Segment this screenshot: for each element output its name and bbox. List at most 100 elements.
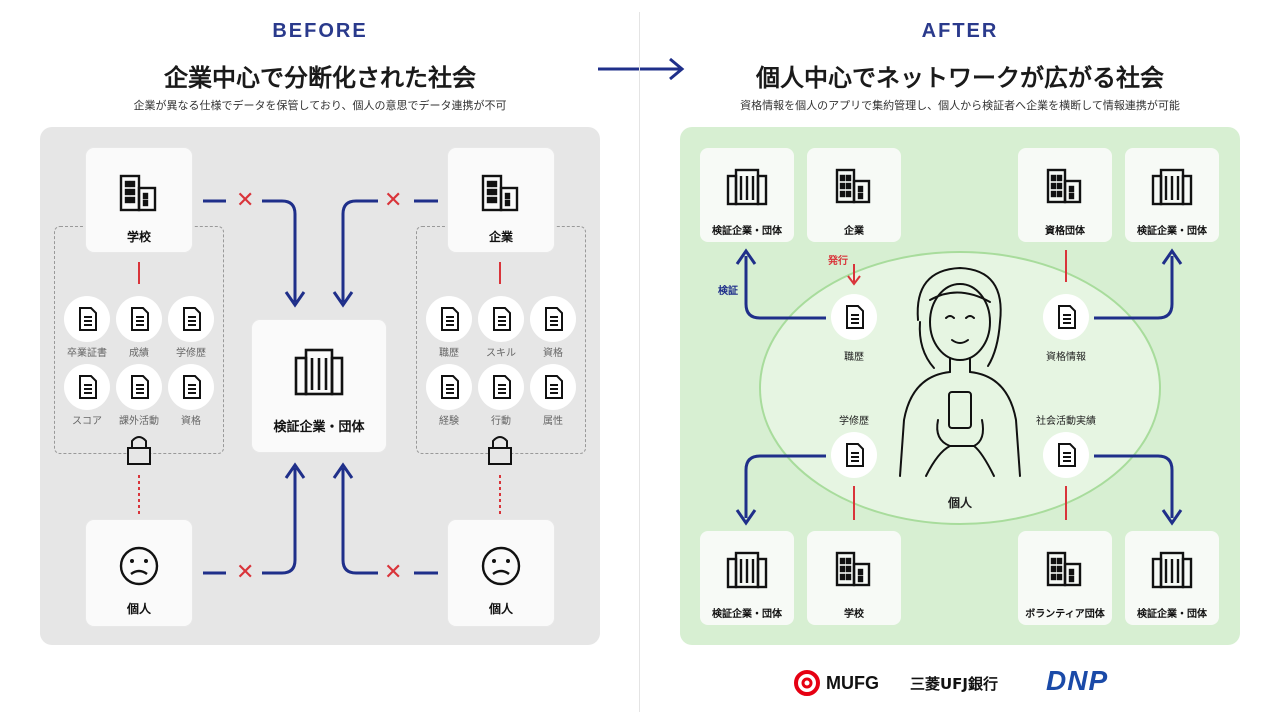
document-icon [493, 307, 511, 331]
organization-card: 検証企業・団体 [1125, 531, 1219, 625]
issue-label: 発行 [828, 256, 848, 267]
document-label: 資格 [181, 416, 201, 427]
credential-label: 資格情報 [1046, 352, 1086, 363]
document-badge [168, 364, 214, 410]
before-subtitle: 企業が異なる仕様でデータを保管しており、個人の意思でデータ連携が不可 [133, 99, 507, 112]
sad-face-icon [481, 546, 521, 586]
sad-face-icon [119, 546, 159, 586]
document-badge [116, 296, 162, 342]
document-badge [478, 296, 524, 342]
person-card-left: 個人 [86, 520, 192, 626]
organization-card: ボランティア団体 [1018, 531, 1112, 625]
document-badge [64, 364, 110, 410]
building-icon [1046, 551, 1082, 587]
mufg-logo: MUFG [794, 670, 879, 696]
section-divider [639, 12, 640, 712]
document-label: 経験 [439, 416, 459, 427]
organization-card: 学校 [807, 531, 901, 625]
person-card-right: 個人 [448, 520, 554, 626]
organization-label: 検証企業・団体 [712, 609, 782, 620]
company-label: 企業 [488, 230, 513, 244]
document-label: 職歴 [439, 348, 459, 359]
document-label: 成績 [129, 348, 149, 359]
organization-label: 資格団体 [1045, 226, 1085, 237]
credential-badge [831, 432, 877, 478]
organization-card: 企業 [807, 148, 901, 242]
building-icon [1151, 168, 1193, 206]
credential-label: 社会活動実績 [1036, 416, 1096, 427]
verify-label: 検証 [718, 286, 738, 297]
document-badge [116, 364, 162, 410]
document-icon [545, 375, 563, 399]
person-label: 個人 [488, 602, 513, 616]
organization-card: 検証企業・団体 [700, 148, 794, 242]
document-icon [846, 305, 864, 329]
organization-card: 検証企業・団体 [700, 531, 794, 625]
document-icon [846, 443, 864, 467]
verifier-card: 検証企業・団体 [252, 320, 386, 452]
document-icon [545, 307, 563, 331]
document-icon [183, 307, 201, 331]
credential-label: 職歴 [844, 352, 864, 363]
document-badge [530, 296, 576, 342]
organization-label: 学校 [844, 609, 864, 620]
document-label: スキル [486, 348, 516, 359]
document-label: 課外活動 [119, 416, 159, 427]
document-label: 資格 [543, 348, 563, 359]
organization-label: 企業 [844, 226, 864, 237]
building-icon [1046, 168, 1082, 204]
document-icon [441, 307, 459, 331]
document-icon [79, 375, 97, 399]
person-label: 個人 [126, 602, 151, 616]
document-badge [426, 364, 472, 410]
person-label: 個人 [947, 496, 972, 510]
blocked-cross-icon: ✕ [384, 188, 403, 213]
before-title: 企業中心で分断化された社会 [164, 64, 476, 92]
document-label: スコア [72, 416, 102, 427]
mufg-logo-text: MUFG [826, 672, 879, 693]
after-label: AFTER [921, 20, 999, 42]
building-icon [835, 168, 871, 204]
blocked-cross-icon: ✕ [236, 560, 255, 585]
before-label: BEFORE [272, 20, 368, 42]
building-icon [294, 348, 344, 396]
document-badge [168, 296, 214, 342]
credential-badge [1043, 432, 1089, 478]
building-icon [726, 551, 768, 589]
document-icon [79, 307, 97, 331]
organization-card: 検証企業・団体 [1125, 148, 1219, 242]
document-label: 属性 [543, 416, 563, 427]
document-label: 学修歴 [176, 348, 206, 359]
dnp-logo: DNP [1046, 665, 1109, 696]
document-icon [441, 375, 459, 399]
school-card: 学校 [86, 148, 192, 252]
organization-label: ボランティア団体 [1025, 609, 1105, 620]
document-icon [1058, 443, 1076, 467]
blocked-cross-icon: ✕ [236, 188, 255, 213]
document-icon [183, 375, 201, 399]
document-badge [64, 296, 110, 342]
organization-label: 検証企業・団体 [712, 226, 782, 237]
company-card: 企業 [448, 148, 554, 252]
after-subtitle: 資格情報を個人のアプリで集約管理し、個人から検証者へ企業を横断して情報連携が可能 [740, 99, 1180, 112]
building-icon [481, 174, 519, 212]
building-icon [1151, 551, 1193, 589]
building-icon [119, 174, 157, 212]
credential-badge [831, 294, 877, 340]
document-badge [478, 364, 524, 410]
credential-badge [1043, 294, 1089, 340]
organization-label: 検証企業・団体 [1137, 226, 1207, 237]
verifier-label: 検証企業・団体 [273, 420, 365, 435]
building-icon [726, 168, 768, 206]
school-label: 学校 [126, 230, 151, 244]
document-badge [530, 364, 576, 410]
mufg-mark-icon [794, 670, 820, 696]
document-label: 行動 [491, 416, 511, 427]
organization-card: 資格団体 [1018, 148, 1112, 242]
document-label: 卒業証書 [67, 348, 107, 359]
document-icon [131, 307, 149, 331]
document-icon [493, 375, 511, 399]
